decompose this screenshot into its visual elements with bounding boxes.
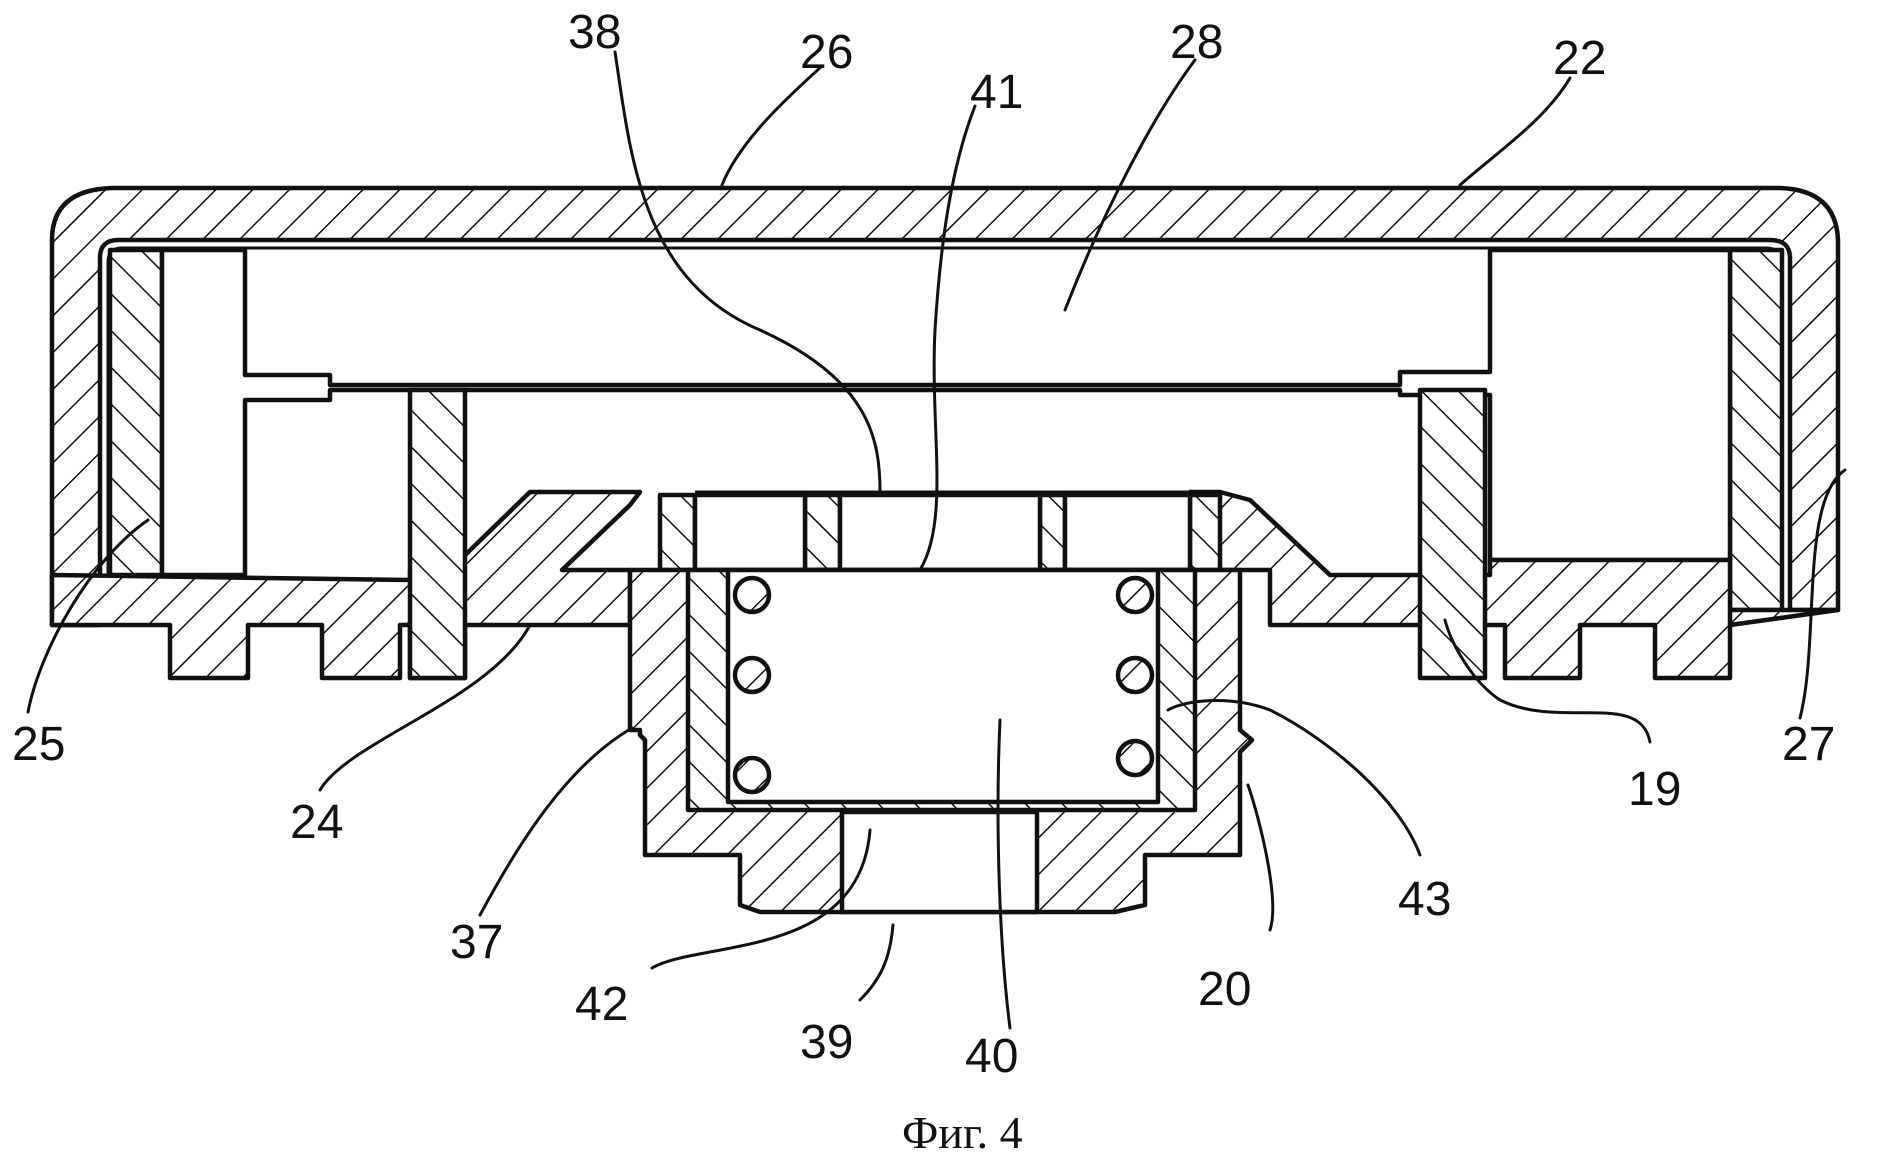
label-24: 24	[290, 796, 343, 849]
ring-block-2	[802, 492, 843, 573]
leader-lines	[26, 50, 1847, 1030]
chamber-40	[725, 567, 1161, 805]
coil-r2	[1115, 655, 1155, 695]
ring-gap-left	[692, 492, 808, 573]
ring-gap-right	[1062, 492, 1193, 573]
side-wall-27	[1727, 247, 1785, 613]
label-20: 20	[1198, 963, 1251, 1016]
coil-r3	[1115, 738, 1155, 778]
post-19	[1417, 387, 1488, 681]
coil-l2	[732, 655, 772, 695]
post-left	[407, 387, 468, 681]
label-27: 27	[1782, 718, 1835, 771]
opening-39	[839, 809, 1040, 915]
label-22: 22	[1553, 32, 1606, 85]
figure-caption: Фиг. 4	[902, 1107, 1023, 1158]
label-43: 43	[1398, 873, 1451, 926]
label-38: 38	[568, 6, 621, 59]
label-39: 39	[800, 1016, 853, 1069]
ring-block-1	[657, 492, 698, 573]
coil-r1	[1115, 575, 1155, 615]
label-25: 25	[12, 718, 65, 771]
coil-l3	[732, 755, 772, 795]
outer-cover-22	[49, 185, 1841, 628]
reference-numerals: 38 26 41 28 22 25 24 37 42 39 40 20 43 1…	[12, 6, 1835, 1083]
label-42: 42	[575, 978, 628, 1031]
ring-gap-mid	[837, 492, 1043, 573]
ring-block-4	[1187, 492, 1223, 573]
coil-l1	[732, 575, 772, 615]
side-wall-25	[107, 247, 165, 578]
label-37: 37	[450, 916, 503, 969]
label-40: 40	[965, 1030, 1018, 1083]
label-28: 28	[1170, 16, 1223, 69]
ring-block-3	[1037, 492, 1068, 573]
label-19: 19	[1628, 763, 1681, 816]
label-41: 41	[970, 66, 1023, 119]
spring-coils	[732, 575, 1155, 795]
label-26: 26	[800, 26, 853, 79]
